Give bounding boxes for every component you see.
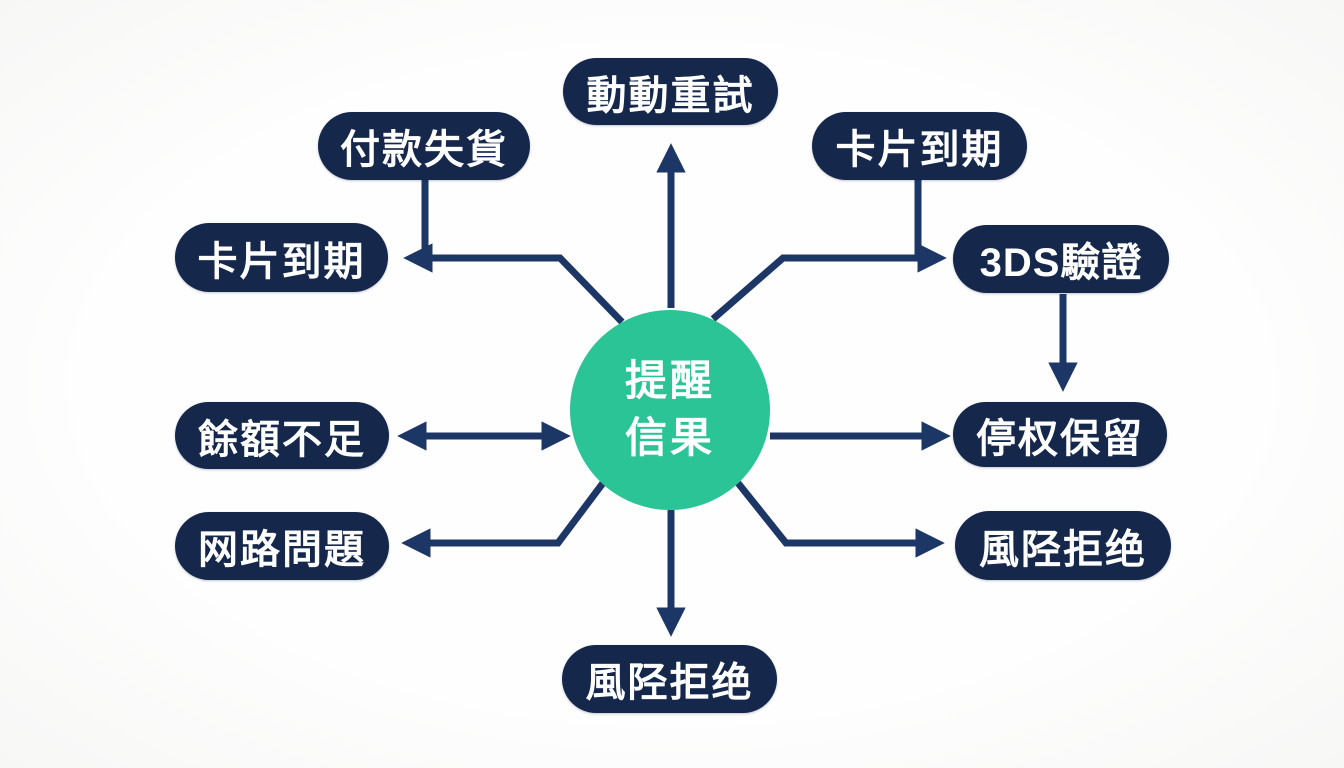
node-auth-hold-label: 停权保留 xyxy=(976,416,1144,461)
node-payment-failed: 付款失貨 xyxy=(318,112,530,180)
node-insufficient-balance-label: 餘額不足 xyxy=(198,417,366,462)
node-risk-rejected-bottom: 風陉拒绝 xyxy=(562,645,777,713)
center-node-label-line2: 信果 xyxy=(624,414,715,461)
node-card-expired-left-label: 卡片到期 xyxy=(197,239,366,284)
node-risk-rejected-right-label: 風陉拒绝 xyxy=(979,527,1147,572)
arrow-center-to-risk-right xyxy=(735,480,945,558)
node-card-expired-right: 卡片到期 xyxy=(812,112,1027,180)
center-node: 提醒 信果 xyxy=(570,310,770,510)
node-retry: 動動重試 xyxy=(563,58,778,125)
node-insufficient-balance: 餘額不足 xyxy=(175,402,389,469)
node-card-expired-right-label: 卡片到期 xyxy=(835,128,1004,172)
arrow-center-to-card-expired-left xyxy=(403,243,625,325)
node-risk-rejected-right: 風陉拒绝 xyxy=(955,511,1171,580)
node-payment-failed-label: 付款失貨 xyxy=(340,128,508,172)
node-network-issue: 网路問題 xyxy=(175,512,389,580)
arrow-center-to-network-issue xyxy=(401,480,606,558)
node-network-issue-label: 网路問題 xyxy=(198,528,366,572)
arrow-center-to-threeds xyxy=(710,243,947,322)
node-threeds-verify-label: 3DS驗證 xyxy=(979,241,1143,285)
node-auth-hold: 停权保留 xyxy=(953,402,1167,467)
node-threeds-verify: 3DS驗證 xyxy=(953,225,1169,293)
center-node-label-line1: 提醒 xyxy=(624,357,715,405)
node-card-expired-left: 卡片到期 xyxy=(175,223,388,292)
node-risk-rejected-bottom-label: 風陉拒绝 xyxy=(585,661,754,705)
node-retry-label: 動動重試 xyxy=(586,73,755,118)
